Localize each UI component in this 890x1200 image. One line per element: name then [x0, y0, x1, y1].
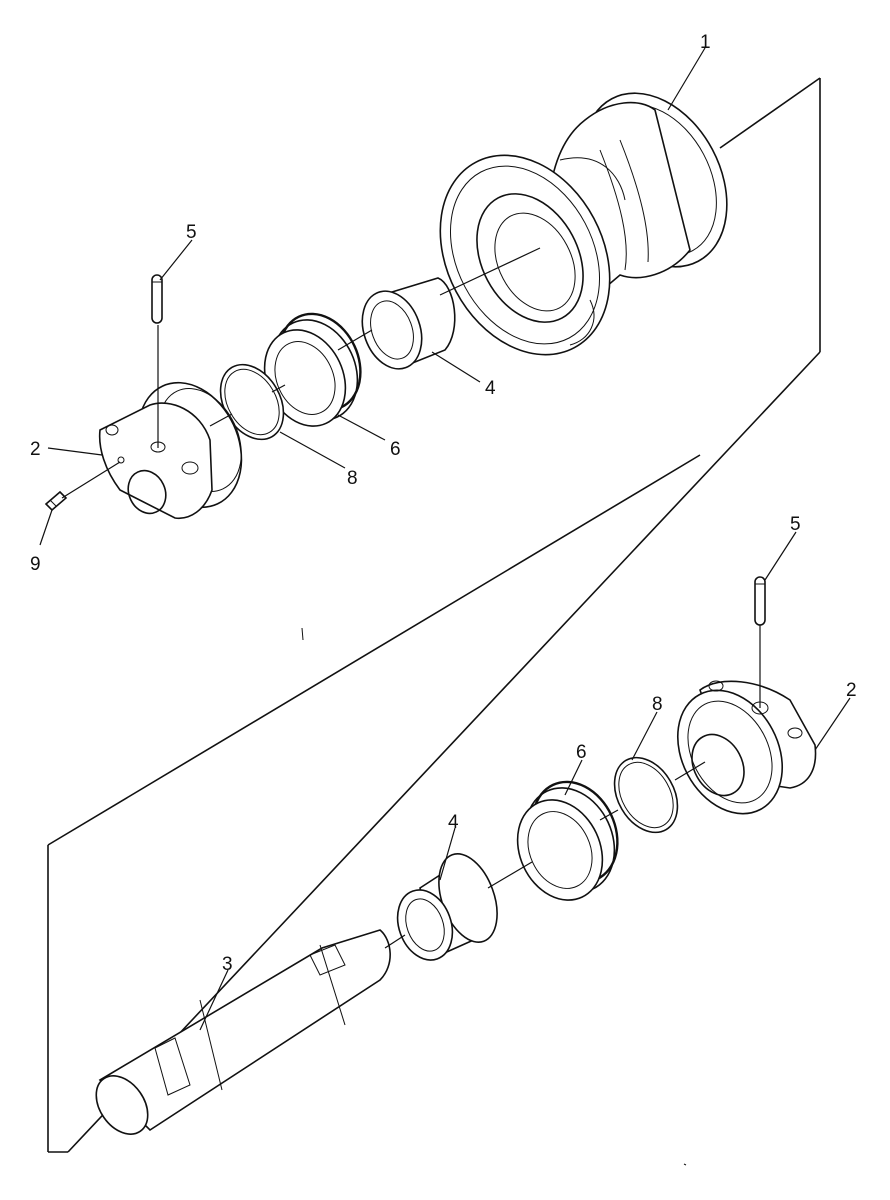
callout-4-upper: 4: [485, 378, 496, 399]
callout-5-lower: 5: [790, 514, 801, 535]
callout-6-upper: 6: [390, 439, 401, 460]
screw-part-9-upper: [44, 490, 68, 512]
callout-8-upper: 8: [347, 468, 358, 489]
pin-part-5-lower: [754, 576, 766, 626]
callout-2-lower: 2: [846, 680, 857, 701]
collar-part-2-lower: [676, 680, 817, 815]
bushing-part-4-lower: [396, 853, 498, 961]
callout-4-lower: 4: [448, 812, 459, 833]
bushing-part-4-upper: [361, 277, 456, 370]
floating-seal-part-6-lower: [516, 780, 619, 901]
pin-part-5-upper: [151, 274, 163, 324]
collar-part-2-upper: [98, 381, 243, 519]
shaft-part-3: [95, 929, 391, 1135]
callout-3-lower: 3: [222, 954, 233, 975]
assembly-axis-upper: [61, 247, 541, 499]
callout-leaders-upper: [39, 47, 706, 546]
callout-6-lower: 6: [576, 742, 587, 763]
track-roller-part-1: [439, 92, 728, 356]
floating-seal-part-6-upper: [263, 312, 362, 427]
callout-1-upper: 1: [700, 32, 711, 53]
callout-8-lower: 8: [652, 694, 663, 715]
scan-specks: [301, 627, 687, 1166]
callout-2-upper: 2: [30, 439, 41, 460]
o-ring-part-8-lower: [613, 756, 679, 834]
callout-9-upper: 9: [30, 554, 41, 575]
callout-leaders-lower: [199, 531, 851, 1031]
assembly-boundary-frame: [47, 77, 821, 1153]
assembly-axis-lower: [384, 625, 761, 949]
callout-5-upper: 5: [186, 222, 197, 243]
